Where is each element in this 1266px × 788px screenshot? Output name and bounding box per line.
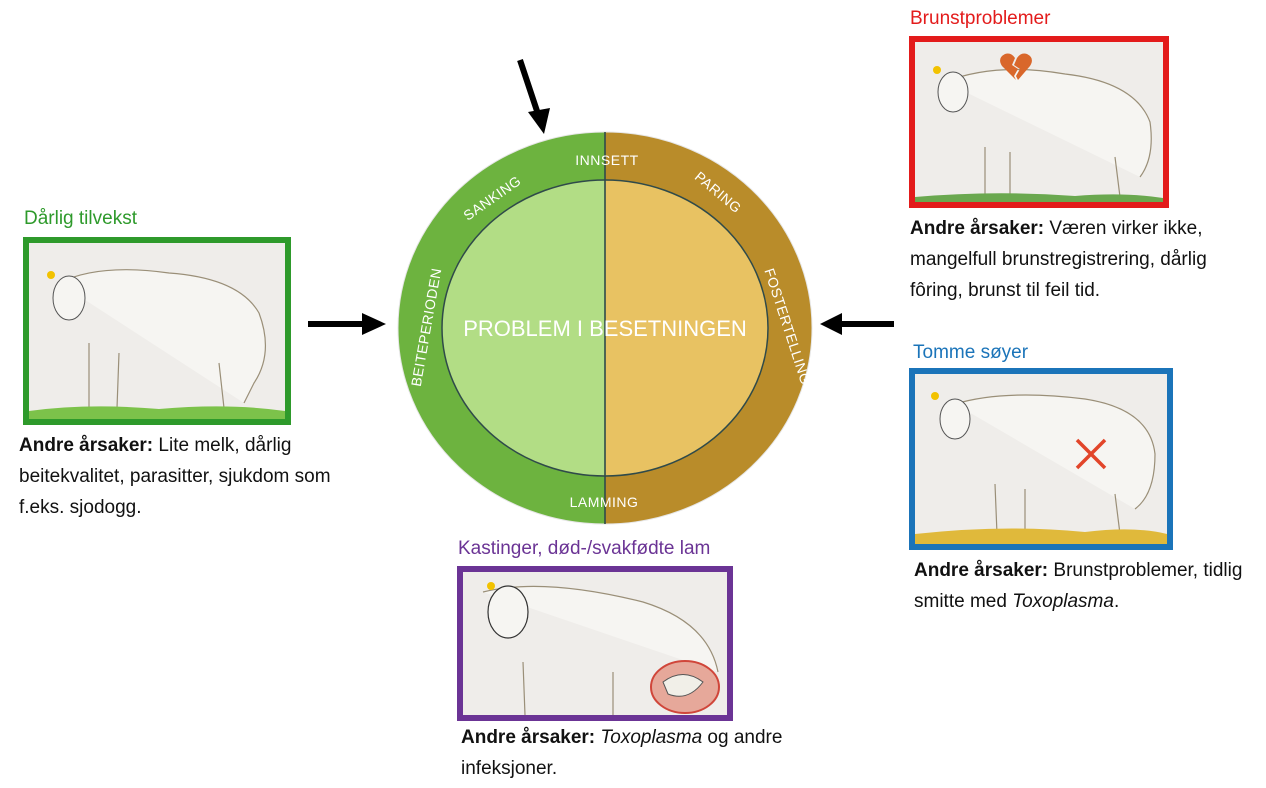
caption-italic: Toxoplasma [1012,591,1114,612]
wheel-inner-yellow [605,180,768,476]
arrow-left-icon [818,311,896,342]
caption-bold: Andre årsaker: [19,435,154,456]
broken-heart-icon [999,52,1033,82]
caption-italic: Toxoplasma [600,727,703,748]
sheep-image-kastinger [457,566,733,721]
cross-mark-icon [1073,436,1109,472]
caption-text: Brunstproblemer, tidlig smitte med [914,560,1243,612]
caption-after: . [1113,591,1120,612]
caption-bold: Andre årsaker: [914,560,1049,581]
wheel-inner-green [442,180,605,476]
label-innsett: INNSETT [575,152,638,168]
caption-text: Væren virker ikke, mangelfull brunstregi… [910,218,1207,301]
sheep-image-darlig-tilvekst [23,237,291,425]
sheep-image-tomme-soyer [909,368,1173,550]
caption-text: og andre infeksjoner. [461,727,783,779]
caption-darlig-tilvekst: Andre årsaker: Lite melk, dårlig beitekv… [19,430,364,523]
panel-title-tomme-soyer: Tomme søyer [913,342,1029,363]
arrow-right-icon [306,311,388,342]
caption-bold: Andre årsaker: [461,727,596,748]
farm-cycle-wheel: INNSETT PARING FOSTERTELLING LAMMING BEI… [385,130,829,533]
sheep-illustration [915,374,1167,544]
caption-bold: Andre årsaker: [910,218,1045,239]
sheep-image-brunstproblemer [909,36,1169,208]
sheep-illustration [915,42,1163,202]
caption-brunstproblemer: Andre årsaker: Væren virker ikke, mangel… [910,213,1260,306]
sheep-illustration [29,243,285,419]
panel-title-darlig-tilvekst: Dårlig tilvekst [24,208,137,229]
caption-tomme-soyer: Andre årsaker: Brunstproblemer, tidlig s… [914,555,1266,617]
label-lamming: LAMMING [570,494,639,510]
panel-title-brunstproblemer: Brunstproblemer [910,8,1051,29]
caption-text: Lite melk, dårlig beitekvalitet, parasit… [19,435,331,518]
wheel-center-label: PROBLEM I BESETNINGEN [463,316,747,341]
caption-kastinger: Andre årsaker: Toxoplasma og andre infek… [461,722,853,784]
panel-title-kastinger: Kastinger, død-/svakfødte lam [458,538,711,559]
arrow-down-icon [512,56,552,141]
sheep-illustration [463,572,727,715]
